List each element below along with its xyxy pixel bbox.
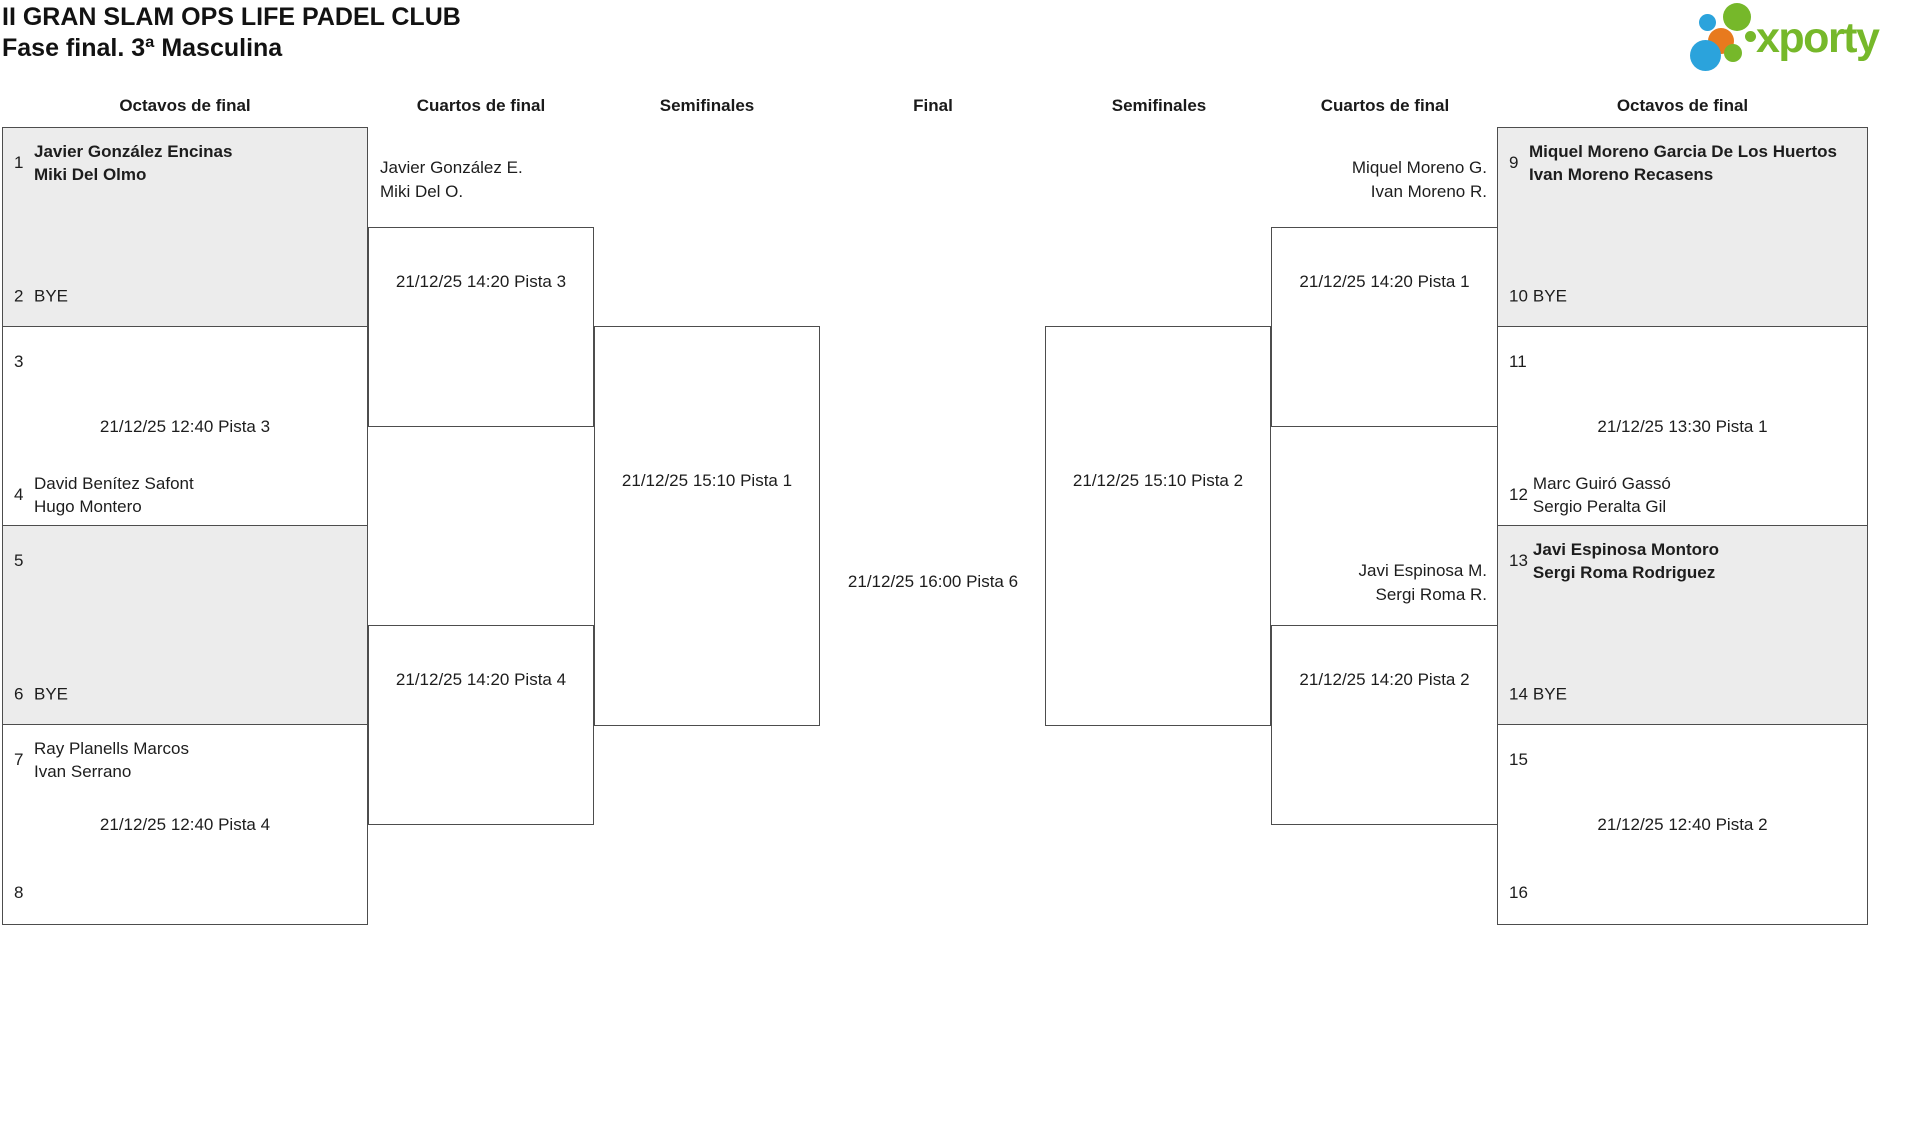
seed-number-3: 3: [14, 352, 24, 371]
match-time: 21/12/25 14:20 Pista 3: [395, 272, 567, 291]
page-title-block: II GRAN SLAM OPS LIFE PADEL CLUB Fase fi…: [2, 2, 461, 64]
seed-number-4: 4: [14, 485, 24, 504]
final-match-time: 21/12/25 16:00 Pista 6: [847, 572, 1019, 591]
xporty-logo: xporty: [1688, 0, 1908, 71]
match-time: 21/12/25 14:20 Pista 2: [1299, 670, 1470, 689]
team-slot-16: 16: [1509, 883, 1863, 903]
logo-dot-blue-large: [1690, 40, 1721, 71]
seed-number-7: 7: [14, 750, 24, 769]
match-time: 21/12/25 12:40 Pista 2: [1597, 815, 1768, 834]
round-header-cuartos-right: Cuartos de final: [1320, 96, 1450, 115]
tournament-title: II GRAN SLAM OPS LIFE PADEL CLUB: [2, 3, 461, 31]
match-box-qf1-left[interactable]: 21/12/25 14:20 Pista 3: [368, 227, 594, 427]
round-header-octavos-left: Octavos de final: [119, 96, 251, 115]
seed-number-14: 14: [1509, 684, 1528, 703]
match-box-oct-1-2[interactable]: 1 Javier González Encinas Miki Del Olmo …: [2, 127, 368, 328]
team-slot-7: 7 Ray Planells Marcos Ivan Serrano: [14, 737, 363, 783]
match-box-oct-9-10[interactable]: 9 Miquel Moreno Garcia De Los Huertos Iv…: [1497, 127, 1868, 328]
match-time: 21/12/25 14:20 Pista 1: [1299, 272, 1470, 291]
seed-number-15: 15: [1509, 750, 1528, 769]
seed-number-6: 6: [14, 684, 24, 703]
match-box-oct-7-8[interactable]: 7 Ray Planells Marcos Ivan Serrano 21/12…: [2, 724, 368, 925]
match-time: 21/12/25 14:20 Pista 4: [395, 670, 567, 689]
match-time: 21/12/25 12:40 Pista 3: [99, 417, 271, 436]
seed-number-8: 8: [14, 883, 24, 902]
match-box-sf-right[interactable]: 21/12/25 15:10 Pista 2: [1045, 326, 1271, 726]
team-slot-10: 10 BYE: [1509, 285, 1863, 308]
seed-number-2: 2: [14, 286, 24, 305]
team-name-10: BYE: [1532, 286, 1567, 306]
team-slot-6: 6 BYE: [14, 683, 363, 706]
match-box-oct-11-12[interactable]: 11 21/12/25 13:30 Pista 1 12 Marc Guiró …: [1497, 326, 1868, 527]
team-name-13: Javi Espinosa Montoro Sergi Roma Rodrigu…: [1532, 540, 1720, 582]
round-header-cuartos-left: Cuartos de final: [416, 96, 546, 115]
team-name-9: Miquel Moreno Garcia De Los Huertos Ivan…: [1529, 142, 1837, 184]
match-time: 21/12/25 12:40 Pista 4: [99, 815, 271, 834]
round-header-semifinales-right: Semifinales: [1111, 96, 1207, 115]
round-header-octavos-right: Octavos de final: [1616, 96, 1749, 115]
match-box-qf1-right[interactable]: 21/12/25 14:20 Pista 1: [1271, 227, 1498, 427]
team-name-1: Javier González Encinas Miki Del Olmo: [34, 142, 233, 184]
team-name-14: BYE: [1532, 684, 1567, 704]
seed-number-10: 10: [1509, 286, 1528, 305]
team-slot-3: 3: [14, 352, 363, 372]
match-box-oct-5-6[interactable]: 5 6 BYE: [2, 525, 368, 726]
team-slot-14: 14 BYE: [1509, 683, 1863, 706]
round-header-final: Final: [913, 96, 953, 115]
seed-number-1: 1: [14, 153, 24, 172]
team-slot-5: 5: [14, 551, 363, 571]
team-name-6: BYE: [34, 684, 69, 704]
match-time: 21/12/25 15:10 Pista 1: [621, 471, 793, 490]
logo-dot-blue-small: [1699, 14, 1716, 31]
team-slot-13: 13 Javi Espinosa Montoro Sergi Roma Rodr…: [1509, 538, 1863, 584]
seed-number-11: 11: [1509, 352, 1527, 371]
match-box-sf-left[interactable]: 21/12/25 15:10 Pista 1: [594, 326, 820, 726]
match-time: 21/12/25 13:30 Pista 1: [1597, 417, 1768, 436]
match-box-oct-15-16[interactable]: 15 21/12/25 12:40 Pista 2 16: [1497, 724, 1868, 925]
advancing-team-qf1-left: Javier González E. Miki Del O.: [380, 158, 523, 201]
seed-number-9: 9: [1509, 153, 1519, 172]
phase-subtitle: Fase final. 3ª Masculina: [2, 34, 283, 62]
advancing-team-qf2-right: Javi Espinosa M. Sergi Roma R.: [1358, 561, 1488, 604]
team-slot-1: 1 Javier González Encinas Miki Del Olmo: [14, 140, 363, 186]
match-box-oct-13-14[interactable]: 13 Javi Espinosa Montoro Sergi Roma Rodr…: [1497, 525, 1868, 726]
advancing-team-qf1-right: Miquel Moreno G. Ivan Moreno R.: [1351, 158, 1487, 201]
team-slot-15: 15: [1509, 750, 1863, 770]
team-slot-4: 4 David Benítez Safont Hugo Montero: [14, 472, 363, 518]
logo-dot-green-large: [1723, 3, 1751, 31]
team-slot-9: 9 Miquel Moreno Garcia De Los Huertos Iv…: [1509, 140, 1863, 186]
seed-number-5: 5: [14, 551, 24, 570]
match-box-qf2-right[interactable]: 21/12/25 14:20 Pista 2: [1271, 625, 1498, 825]
team-slot-11: 11: [1509, 352, 1863, 372]
match-box-oct-3-4[interactable]: 3 21/12/25 12:40 Pista 3 4 David Benítez…: [2, 326, 368, 527]
xporty-wordmark: xporty: [1756, 14, 1880, 62]
seed-number-13: 13: [1509, 551, 1528, 570]
team-name-7: Ray Planells Marcos Ivan Serrano: [34, 739, 189, 781]
team-name-2: BYE: [34, 286, 69, 306]
team-slot-8: 8: [14, 883, 363, 903]
logo-dot-green-tiny: [1745, 31, 1756, 42]
logo-dot-green-small: [1724, 44, 1742, 62]
seed-number-12: 12: [1509, 485, 1528, 504]
seed-number-16: 16: [1509, 883, 1528, 902]
team-slot-12: 12 Marc Guiró Gassó Sergio Peralta Gil: [1509, 472, 1863, 518]
team-slot-2: 2 BYE: [14, 285, 363, 308]
round-header-semifinales-left: Semifinales: [659, 96, 755, 115]
match-box-qf2-left[interactable]: 21/12/25 14:20 Pista 4: [368, 625, 594, 825]
match-time: 21/12/25 15:10 Pista 2: [1072, 471, 1244, 490]
team-name-4: David Benítez Safont Hugo Montero: [34, 474, 194, 516]
team-name-12: Marc Guiró Gassó Sergio Peralta Gil: [1532, 474, 1671, 516]
